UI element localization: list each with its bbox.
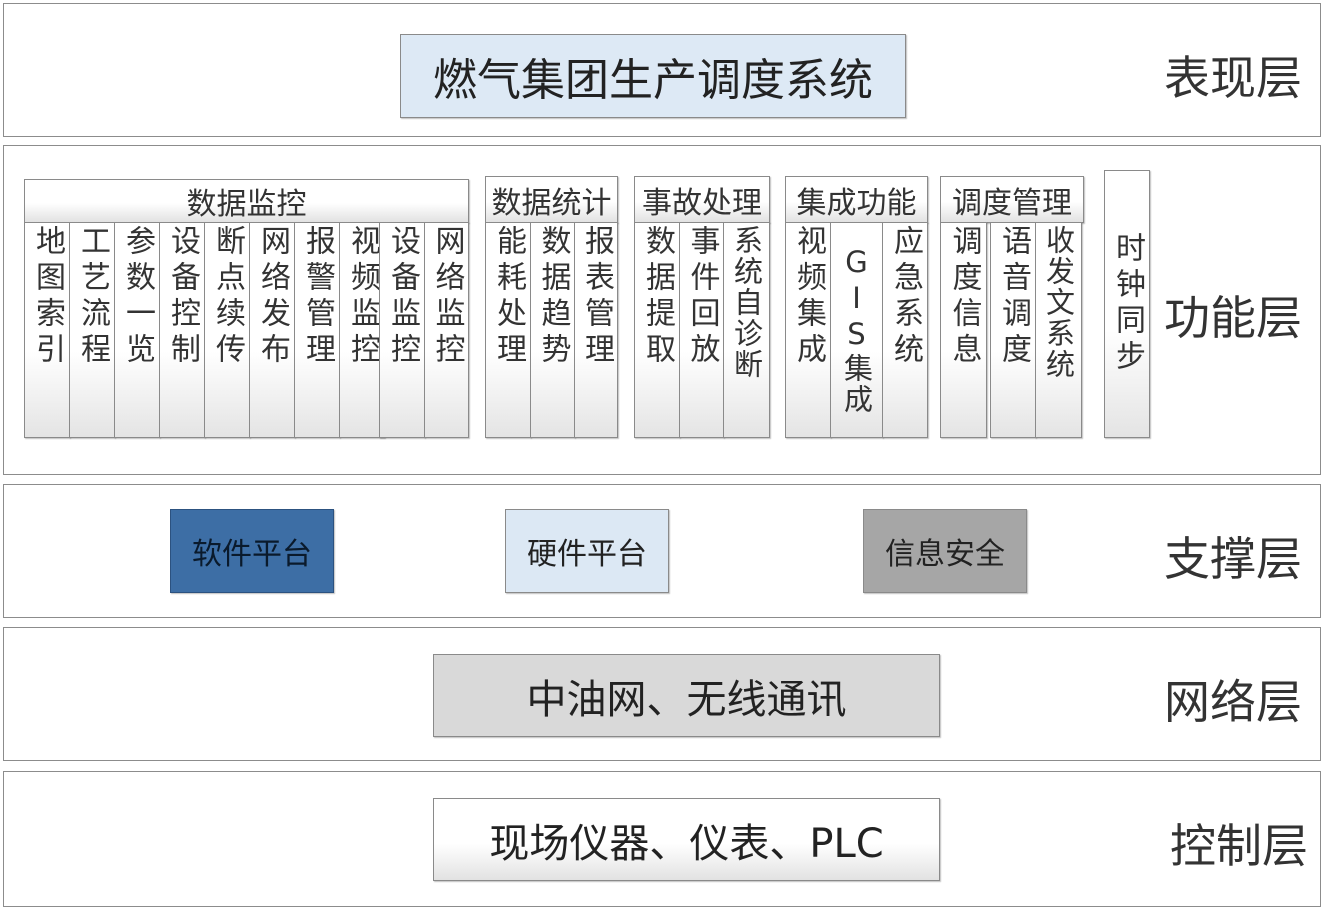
item-map-index: 地图索引 bbox=[24, 222, 70, 438]
group-title-data-statistics: 数据统计 bbox=[485, 176, 618, 223]
item-gis-integration: GIS集成 bbox=[830, 222, 883, 438]
presentation-layer-label: 表现层 bbox=[1164, 51, 1302, 105]
item-video-monitoring: 视频监控 bbox=[339, 222, 385, 438]
item-alarm-management: 报警管理 bbox=[294, 222, 340, 438]
network-box-label: 中油网、无线通讯 bbox=[526, 676, 847, 723]
item-device-control: 设备控制 bbox=[159, 222, 205, 438]
item-video-integration: 视频集成 bbox=[785, 222, 831, 438]
presentation-layer: 燃气集团生产调度系统 表现层 bbox=[3, 3, 1321, 137]
item-emergency-system: 应急系统 bbox=[882, 222, 928, 438]
control-layer-label: 控制层 bbox=[1170, 819, 1308, 873]
control-layer: 现场仪器、仪表、PLC 控制层 bbox=[3, 771, 1321, 907]
item-data-trend: 数据趋势 bbox=[530, 222, 575, 438]
hardware-platform-label: 硬件平台 bbox=[527, 537, 647, 572]
item-energy-processing: 能耗处理 bbox=[485, 222, 531, 438]
control-box-label: 现场仪器、仪表、PLC bbox=[489, 820, 884, 867]
group-title-incident-handling: 事故处理 bbox=[634, 176, 770, 223]
item-network-publish: 网络发布 bbox=[249, 222, 295, 438]
software-platform-box: 软件平台 bbox=[170, 509, 334, 593]
software-platform-label: 软件平台 bbox=[192, 537, 312, 572]
info-security-box: 信息安全 bbox=[863, 509, 1027, 593]
system-title: 燃气集团生产调度系统 bbox=[433, 55, 873, 106]
network-box: 中油网、无线通讯 bbox=[433, 654, 940, 737]
item-report-management: 报表管理 bbox=[574, 222, 618, 438]
item-network-monitoring: 网络监控 bbox=[424, 222, 469, 438]
system-title-box: 燃气集团生产调度系统 bbox=[400, 34, 906, 118]
item-process-flow: 工艺流程 bbox=[69, 222, 115, 438]
item-self-diagnosis: 系统自诊断 bbox=[723, 222, 770, 438]
item-voice-dispatch: 语音调度 bbox=[990, 222, 1036, 438]
support-layer-label: 支撑层 bbox=[1164, 532, 1302, 586]
item-dispatch-info: 调度信息 bbox=[940, 222, 987, 438]
item-equipment-monitoring: 设备监控 bbox=[379, 222, 425, 438]
hardware-platform-box: 硬件平台 bbox=[505, 509, 669, 593]
group-title-integration: 集成功能 bbox=[785, 176, 928, 223]
support-layer: 软件平台 硬件平台 信息安全 支撑层 bbox=[3, 484, 1321, 618]
network-layer-label: 网络层 bbox=[1164, 675, 1302, 729]
item-data-extraction: 数据提取 bbox=[634, 222, 680, 438]
item-document-system: 收发文系统 bbox=[1035, 222, 1082, 438]
info-security-label: 信息安全 bbox=[885, 537, 1005, 572]
function-layer-label: 功能层 bbox=[1164, 291, 1302, 345]
group-title-dispatch-management: 调度管理 bbox=[940, 176, 1084, 223]
item-event-playback: 事件回放 bbox=[679, 222, 724, 438]
clock-sync: 时钟同步 bbox=[1104, 170, 1150, 438]
item-resume-transfer: 断点续传 bbox=[204, 222, 250, 438]
group-title-data-monitoring: 数据监控 bbox=[24, 179, 469, 223]
item-parameter-list: 参数一览 bbox=[114, 222, 160, 438]
function-layer: 数据监控 地图索引 工艺流程 参数一览 设备控制 断点续传 网络发布 报警管理 … bbox=[3, 145, 1321, 475]
control-box: 现场仪器、仪表、PLC bbox=[433, 798, 940, 881]
network-layer: 中油网、无线通讯 网络层 bbox=[3, 627, 1321, 761]
